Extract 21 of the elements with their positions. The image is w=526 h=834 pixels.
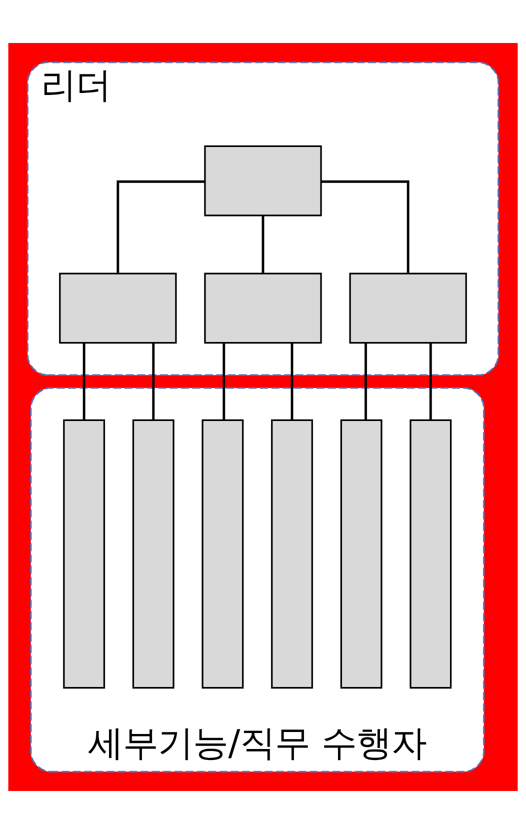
- node-bar: [132, 419, 174, 689]
- connector: [364, 342, 367, 420]
- node-bar: [340, 419, 382, 689]
- node-bar: [410, 419, 452, 689]
- node-bar: [202, 419, 244, 689]
- connector: [429, 342, 432, 420]
- cluster: 세부기능/직무 수행자: [30, 387, 485, 772]
- connector: [116, 180, 205, 273]
- connector: [152, 342, 155, 420]
- connector: [321, 180, 410, 273]
- connector: [290, 342, 294, 420]
- node-bar: [63, 419, 106, 689]
- node-box: [204, 272, 322, 344]
- connector: [262, 216, 264, 274]
- cluster: 리더: [26, 62, 500, 376]
- node-box: [349, 272, 467, 344]
- connector: [222, 342, 226, 420]
- connector: [82, 342, 86, 420]
- node-bar: [271, 419, 313, 689]
- node-box: [204, 145, 322, 216]
- node-box: [59, 272, 177, 344]
